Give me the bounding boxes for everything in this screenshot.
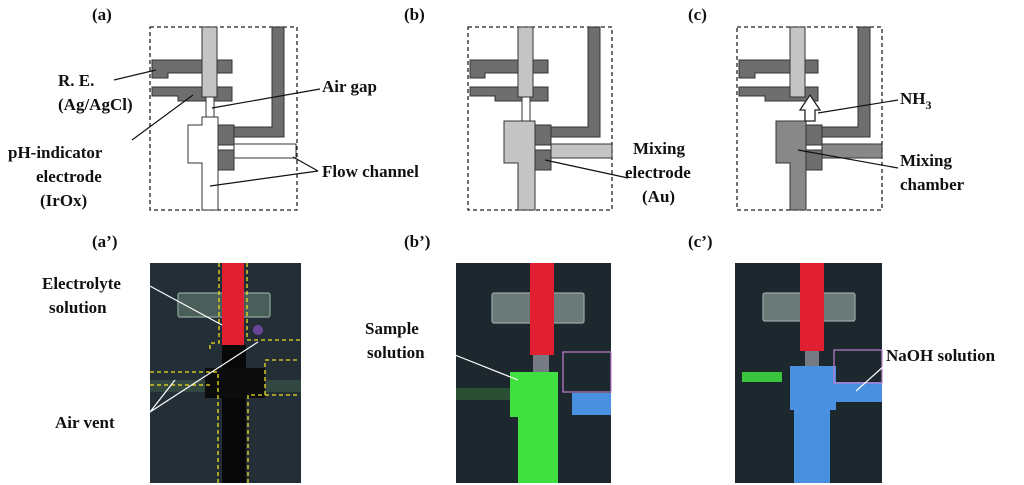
schematic-b — [467, 26, 629, 211]
photo-a-prime — [147, 263, 301, 483]
electrolyte-channel-b — [517, 26, 534, 98]
side-outline-b — [562, 351, 612, 393]
red-channel-b — [530, 263, 554, 355]
air-vent-cross-a — [205, 368, 265, 398]
vent-outline-2 — [246, 263, 300, 341]
leader-chamber — [797, 149, 899, 169]
label-air-gap: Air gap — [322, 77, 377, 96]
chip-boundary-c — [736, 26, 883, 211]
panel-label-a-prime: (a’) — [92, 232, 117, 251]
electrolyte-channel-a — [201, 26, 218, 98]
leader-flow-1 — [209, 170, 319, 187]
l-electrode-c — [814, 26, 871, 138]
mixing-electrode-bottom-a — [217, 149, 235, 171]
mixing-channel-c — [775, 120, 807, 211]
reference-electrode-b — [469, 59, 549, 79]
chip-boundary-a — [149, 26, 298, 211]
air-gap-b-photo — [533, 355, 549, 375]
mixing-electrode-bottom-c — [805, 149, 823, 171]
panel-label-a: (a) — [92, 5, 112, 24]
mixing-electrode-top-a — [217, 124, 235, 146]
electrolyte-channel-c — [789, 26, 806, 98]
l-electrode-a — [227, 26, 285, 138]
reference-electrode-a — [151, 59, 233, 79]
leader-mixing-electrode — [544, 159, 629, 179]
green-residue-c — [742, 372, 782, 382]
label-ph-3: (IrOx) — [40, 191, 87, 210]
schematic-a — [113, 26, 321, 211]
side-outline-c — [833, 349, 883, 384]
blue-channel-c — [794, 410, 830, 483]
label-air-vent: Air vent — [55, 413, 115, 432]
ph-electrode-b — [469, 86, 549, 102]
lower-channel-a — [187, 116, 219, 211]
leader-vent-2 — [149, 341, 259, 413]
nh3-sub: 3 — [926, 98, 932, 112]
vent-outline-3 — [150, 371, 219, 483]
purple-spot-a — [253, 325, 263, 335]
sample-channel-b — [503, 120, 536, 211]
panel-label-c: (c) — [688, 5, 707, 24]
label-sample-1: Sample — [365, 319, 419, 338]
side-strip-b — [456, 388, 510, 400]
label-mixing-1: Mixing — [633, 139, 685, 158]
side-channel-b — [550, 143, 613, 159]
leader-sample — [454, 354, 519, 381]
l-electrode-b — [544, 26, 601, 138]
leader-nh3 — [817, 99, 899, 114]
leader-air-gap — [211, 88, 321, 109]
leader-flow-2 — [292, 156, 319, 172]
label-electrolyte-1: Electrolyte — [42, 274, 121, 293]
blue-chamber-c — [790, 366, 836, 410]
leader-naoh — [855, 365, 885, 392]
panel-label-c-prime: (c’) — [688, 232, 713, 251]
nh3-arrow-icon — [798, 93, 822, 122]
green-channel-b — [518, 417, 558, 483]
label-chamber-2: chamber — [900, 175, 965, 194]
label-sample-2: solution — [367, 343, 425, 362]
vent-outline-1 — [209, 263, 220, 350]
red-channel-a — [222, 263, 244, 345]
label-chamber-1: Mixing — [900, 151, 952, 170]
label-nh3: NH3 — [900, 89, 932, 112]
label-flow-channel: Flow channel — [322, 162, 419, 181]
leader-ph — [131, 94, 194, 141]
photo-b-prime — [454, 263, 612, 483]
label-mixing-3: (Au) — [642, 187, 675, 206]
panel-label-b-prime: (b’) — [404, 232, 430, 251]
side-channel-a — [233, 143, 297, 159]
side-channel-c — [821, 143, 883, 159]
ph-electrode-c — [738, 86, 819, 102]
mixing-electrode-bottom-b — [534, 149, 552, 171]
red-channel-c — [800, 263, 824, 351]
label-re-2: (Ag/AgCl) — [58, 95, 133, 114]
label-mixing-2: electrode — [625, 163, 691, 182]
air-vent-a — [222, 345, 246, 483]
air-gap-c-photo — [805, 351, 819, 369]
blue-side-c — [834, 382, 882, 402]
label-electrolyte-2: solution — [49, 298, 107, 317]
photo-c-prime — [735, 263, 885, 483]
label-naoh: NaOH solution — [886, 346, 996, 365]
schematic-c — [736, 26, 899, 211]
mixing-electrode-top-b — [534, 124, 552, 146]
chip-boundary-b — [467, 26, 613, 211]
nh3-main: NH — [900, 89, 926, 108]
leader-re — [113, 69, 157, 81]
air-gap-b — [521, 96, 531, 122]
leader-electrolyte — [147, 284, 223, 326]
reference-electrode-c — [738, 59, 819, 79]
label-ph-2: electrode — [36, 167, 102, 186]
mixing-electrode-top-c — [805, 124, 823, 146]
panel-label-b: (b) — [404, 5, 425, 24]
green-chamber-b — [510, 372, 558, 417]
label-ph-1: pH-indicator — [8, 143, 103, 162]
ph-electrode-a — [151, 86, 233, 102]
label-re-1: R. E. — [58, 71, 94, 90]
air-gap-a — [205, 96, 215, 118]
blue-channel-b — [572, 393, 611, 415]
leader-vent-1 — [149, 379, 176, 413]
